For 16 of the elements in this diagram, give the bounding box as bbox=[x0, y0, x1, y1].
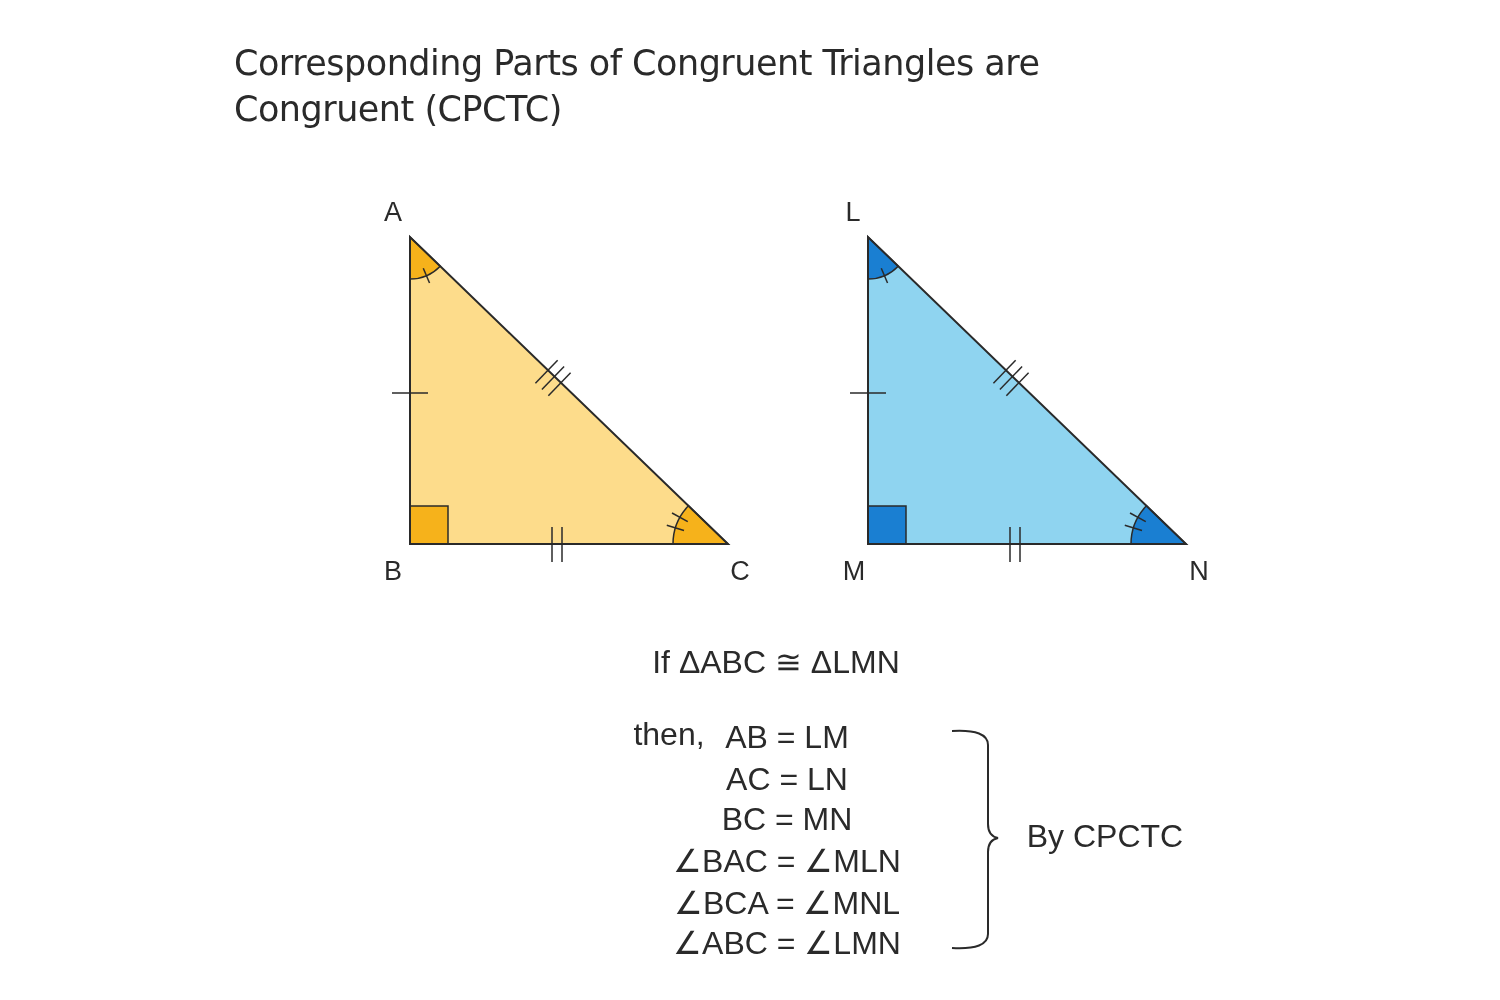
statement: AC = LN bbox=[726, 763, 848, 795]
statement: then, bbox=[633, 718, 705, 750]
statement: ∠ABC = ∠LMN bbox=[673, 927, 901, 959]
statement: BC = MN bbox=[721, 803, 853, 835]
vertex-label: B bbox=[384, 557, 402, 585]
vertex-label: M bbox=[842, 557, 866, 585]
statement: If ΔABC ≅ ΔLMN bbox=[652, 646, 900, 678]
statement: AB = LM bbox=[725, 721, 849, 753]
statement: ∠BCA = ∠MNL bbox=[673, 887, 901, 919]
vertex-label: C bbox=[730, 557, 750, 585]
statement: By CPCTC bbox=[1026, 820, 1184, 852]
vertex-label: A bbox=[384, 198, 402, 226]
statement: ∠BAC = ∠MLN bbox=[673, 845, 901, 877]
vertex-label: N bbox=[1189, 557, 1209, 585]
title: Corresponding Parts of Congruent Triangles are Congruent (CPCTC) bbox=[234, 42, 1041, 131]
vertex-label: L bbox=[845, 198, 861, 226]
